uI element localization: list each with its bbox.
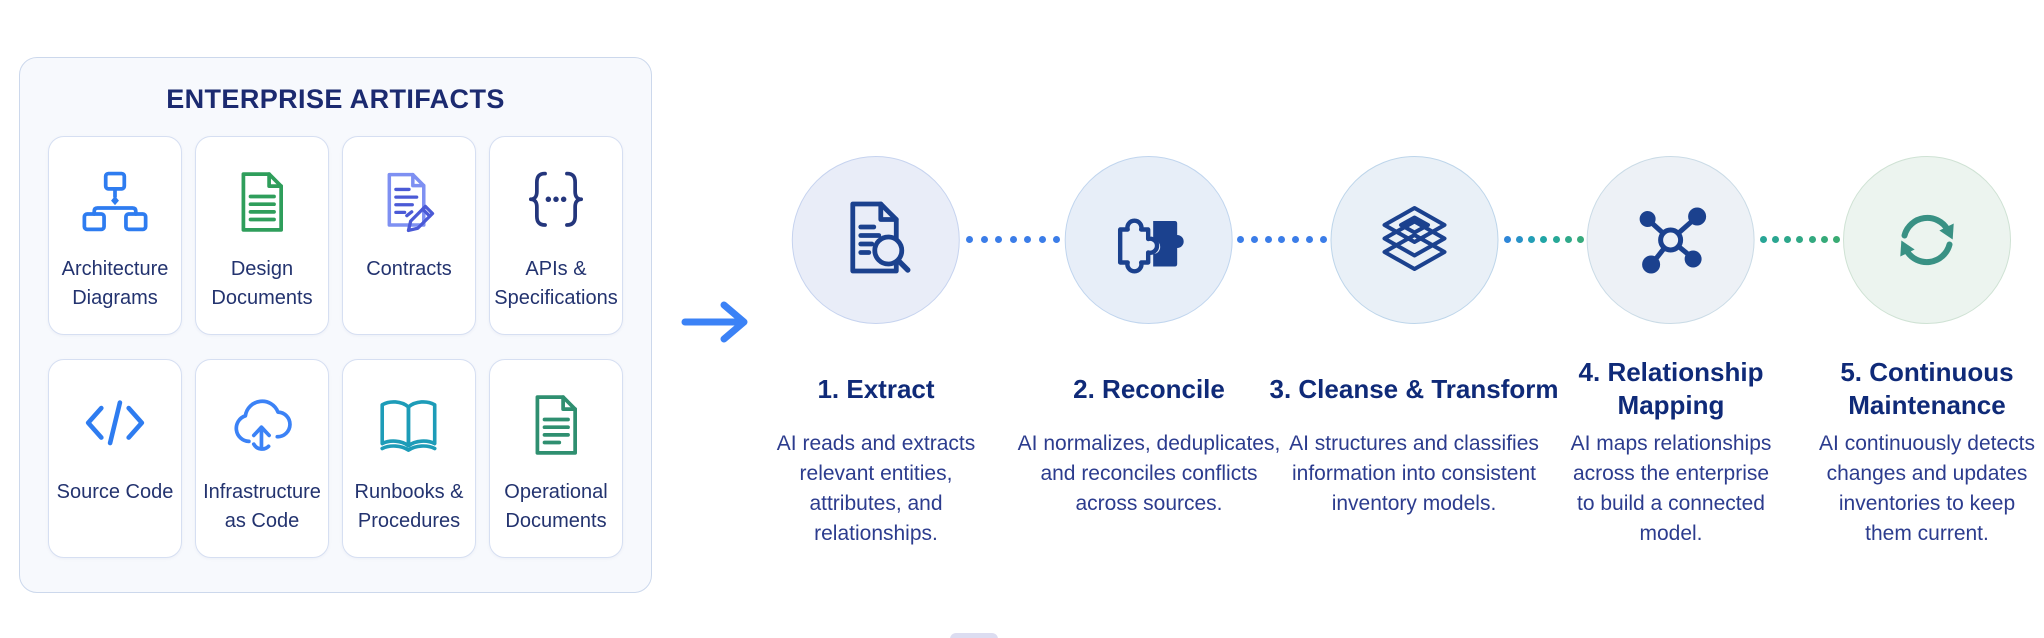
- document-search-icon: [828, 192, 924, 288]
- step-title: 5. Continuous Maintenance: [1840, 357, 2014, 420]
- step-description: AI structures and classifies information…: [1289, 432, 1539, 515]
- step-description: AI maps relationships across the enterpr…: [1570, 432, 1772, 545]
- step-title: 2. Reconcile: [1073, 373, 1225, 404]
- step-circle: [1330, 156, 1498, 324]
- sync-arrows-icon: [1879, 192, 1975, 288]
- step-description: AI continuously detects changes and upda…: [1819, 432, 2035, 545]
- document-lines-teal-icon: [521, 388, 591, 462]
- step-title: 4. Relationship Mapping: [1578, 357, 1764, 420]
- flow-step-extract: 1. Extract AI reads and extracts relevan…: [777, 156, 975, 549]
- dotted-connector: [966, 236, 1060, 243]
- dotted-connector: [1237, 236, 1327, 243]
- artifact-card-contracts: Contracts: [342, 136, 476, 335]
- flow-step-cleanse-transform: 3. Cleanse & Transform AI structures and…: [1270, 156, 1559, 519]
- curly-braces-icon: [521, 165, 591, 239]
- artifact-card-label: APIs & Specifications: [494, 258, 618, 309]
- network-nodes-icon: [1623, 192, 1719, 288]
- artifact-card-design-documents: Design Documents: [195, 136, 329, 335]
- artifact-card-label: Design Documents: [211, 258, 313, 309]
- step-title: 1. Extract: [817, 373, 935, 404]
- bottom-peek-element: [950, 633, 998, 638]
- flow-step-continuous-maintenance: 5. Continuous Maintenance AI continuousl…: [1819, 156, 2035, 549]
- flowchart-icon: [80, 165, 150, 239]
- artifact-card-label: Source Code: [56, 481, 174, 503]
- artifact-card-label: Runbooks & Procedures: [354, 481, 464, 532]
- dotted-connector: [1760, 236, 1840, 243]
- artifact-grid: Architecture Diagrams Design Documents: [48, 136, 623, 558]
- artifact-card-architecture-diagrams: Architecture Diagrams: [48, 136, 182, 335]
- enterprise-artifacts-panel: ENTERPRISE ARTIFACTS Architecture Diagra…: [19, 57, 652, 593]
- cloud-upload-icon: [227, 388, 297, 462]
- artifact-card-label: Infrastructure as Code: [203, 481, 321, 532]
- document-lines-green-icon: [227, 165, 297, 239]
- step-circle: [1843, 156, 2011, 324]
- artifact-card-infrastructure-as-code: Infrastructure as Code: [195, 359, 329, 558]
- step-description: AI normalizes, deduplicates, and reconci…: [1017, 432, 1281, 515]
- artifact-card-label: Operational Documents: [504, 481, 608, 532]
- stacked-layers-icon: [1366, 192, 1462, 288]
- artifact-card-runbooks-procedures: Runbooks & Procedures: [342, 359, 476, 558]
- step-title: 3. Cleanse & Transform: [1269, 373, 1559, 404]
- dotted-connector: [1504, 236, 1584, 243]
- artifact-card-label: Architecture Diagrams: [61, 258, 169, 309]
- code-brackets-icon: [80, 388, 150, 462]
- step-circle: [792, 156, 960, 324]
- artifact-card-operational-documents: Operational Documents: [489, 359, 623, 558]
- flow-step-reconcile: 2. Reconcile AI normalizes, deduplicates…: [1017, 156, 1281, 519]
- step-circle: [1586, 156, 1755, 324]
- artifact-card-label: Contracts: [366, 258, 452, 280]
- open-book-icon: [374, 388, 444, 462]
- artifact-card-source-code: Source Code: [48, 359, 182, 558]
- artifact-card-apis-specifications: APIs & Specifications: [489, 136, 623, 335]
- right-arrow-icon: [680, 299, 758, 345]
- panel-title: ENTERPRISE ARTIFACTS: [166, 84, 505, 114]
- flow-step-relationship-mapping: 4. Relationship Mapping AI maps relation…: [1570, 156, 1772, 549]
- step-circle: [1064, 156, 1233, 324]
- document-pencil-icon: [374, 165, 444, 239]
- puzzle-pieces-icon: [1101, 192, 1197, 288]
- step-description: AI reads and extracts relevant entities,…: [776, 432, 976, 545]
